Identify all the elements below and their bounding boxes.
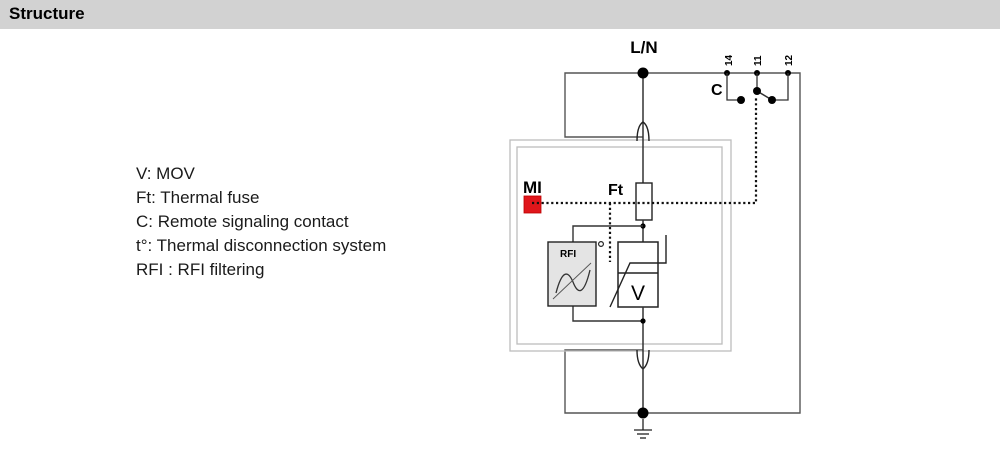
mov-characteristic [609, 235, 667, 308]
contact-pin-12: 12 [784, 54, 795, 66]
remote-signaling-contact: 14 11 12 C [711, 54, 795, 104]
legend-item-mov: V: MOV [136, 164, 195, 183]
ground-icon [634, 419, 652, 439]
legend-item-thermal-fuse: Ft: Thermal fuse [136, 188, 260, 207]
legend-item-thermal-disconnection: t°: Thermal disconnection system [136, 236, 387, 255]
legend-item-remote-contact: C: Remote signaling contact [136, 212, 349, 231]
fuse-label: Ft [608, 182, 624, 199]
ground-terminal-node [637, 407, 649, 419]
rfi-upper-wire [572, 225, 643, 242]
outer-wiring [564, 72, 801, 414]
rfi-lower-wire [572, 306, 643, 322]
legend-item-rfi-filtering: RFI : RFI filtering [136, 260, 265, 279]
mi-label: MI [523, 178, 542, 197]
module-frame [509, 139, 732, 352]
rfi-filter [547, 241, 597, 307]
section-header-bar: Structure [0, 0, 1000, 29]
section-title: Structure [9, 4, 85, 23]
lower-junction-node [640, 318, 646, 324]
terminal-label: L/N [630, 38, 657, 57]
filter-label: RFI [560, 249, 576, 260]
legend: V: MOV Ft: Thermal fuse C: Remote signal… [136, 162, 386, 282]
thermal-fuse [635, 182, 653, 221]
plug-connector-top [636, 121, 650, 142]
contact-pin-14: 14 [724, 54, 735, 66]
filter-diagonal [552, 262, 592, 300]
thermal-disconnection-link [532, 96, 758, 262]
mov-label: V [631, 282, 645, 305]
top-terminal-node [637, 67, 649, 79]
contact-pin-11: 11 [753, 55, 764, 66]
contact-label: C [711, 82, 723, 99]
sine-wave-icon [555, 269, 591, 294]
mi-indicator [523, 195, 542, 214]
thermal-sensor-icon [597, 241, 604, 248]
